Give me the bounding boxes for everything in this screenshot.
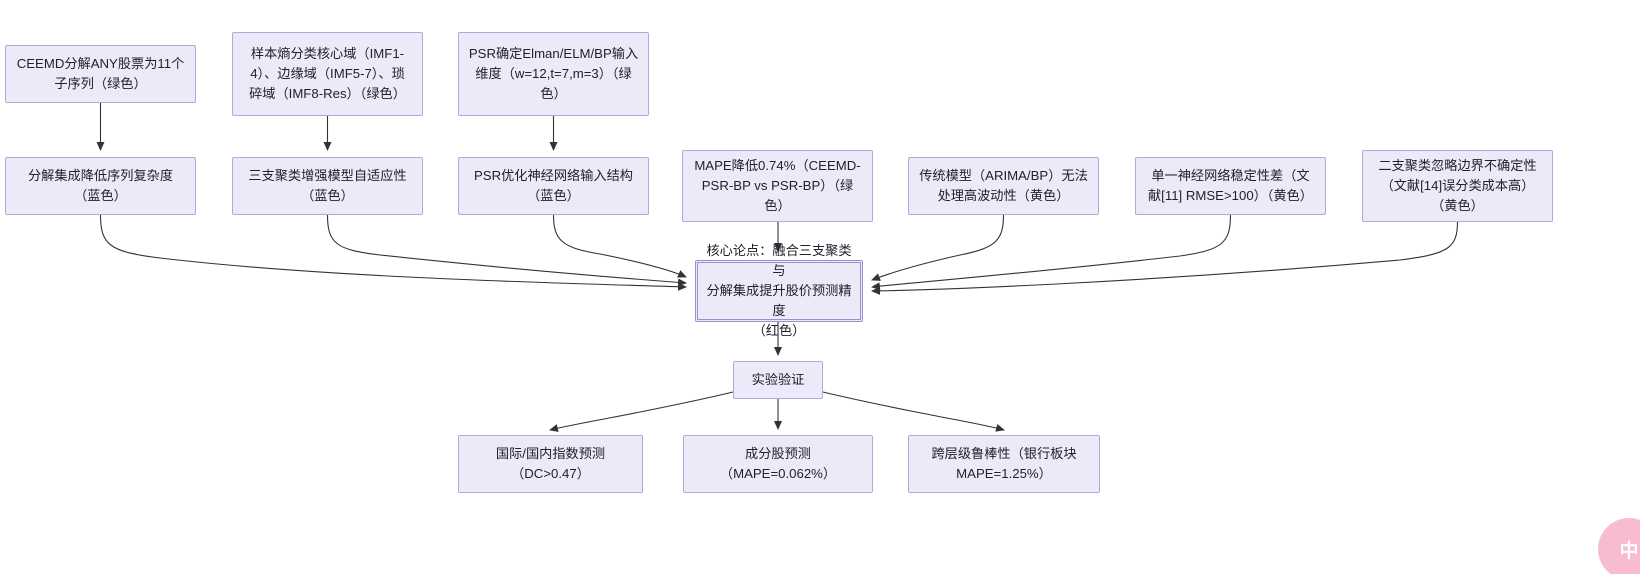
flow-node-n8[interactable]: 传统模型（ARIMA/BP）无法 处理高波动性（黄色）: [908, 157, 1099, 215]
flow-node-label: 样本熵分类核心域（IMF1- 4）、边缘域（IMF5-7）、琐 碎域（IMF8-…: [249, 45, 406, 102]
flow-edge-n9-to-core: [871, 214, 1232, 291]
flow-node-core[interactable]: 核心论点：融合三支聚类与 分解集成提升股价预测精度 （红色）: [695, 243, 863, 338]
flow-node-label: 单一神经网络稳定性差（文 献[11] RMSE>100）（黄色）: [1147, 167, 1313, 203]
flow-node-n4[interactable]: 分解集成降低序列复杂度 （蓝色）: [5, 157, 196, 215]
flow-node-label: 实验验证: [751, 371, 805, 387]
flow-node-n5[interactable]: 三支聚类增强模型自适应性 （蓝色）: [232, 157, 423, 215]
flow-node-r1[interactable]: 国际/国内指数预测 （DC>0.47）: [458, 435, 643, 493]
flow-node-label: PSR确定Elman/ELM/BP输入 维度（w=12,t=7,m=3）（绿 色…: [468, 45, 639, 102]
flow-edge-n10-to-core: [871, 221, 1459, 295]
watermark-label: 中: [1619, 540, 1639, 562]
flow-node-n7[interactable]: MAPE降低0.74%（CEEMD- PSR-BP vs PSR-BP）（绿 色…: [682, 150, 873, 222]
flow-node-label: 传统模型（ARIMA/BP）无法 处理高波动性（黄色）: [919, 167, 1088, 203]
flow-node-exp[interactable]: 实验验证: [733, 361, 823, 399]
flow-node-n6[interactable]: PSR优化神经网络输入结构 （蓝色）: [458, 157, 649, 215]
flow-node-r3[interactable]: 跨层级鲁棒性（银行板块 MAPE=1.25%）: [908, 435, 1100, 493]
flow-node-label: 核心论点：融合三支聚类与 分解集成提升股价预测精度 （红色）: [706, 242, 852, 339]
flow-node-n3[interactable]: PSR确定Elman/ELM/BP输入 维度（w=12,t=7,m=3）（绿 色…: [458, 32, 649, 116]
flow-node-label: 跨层级鲁棒性（银行板块 MAPE=1.25%）: [931, 445, 1077, 481]
watermark-badge: 中: [1598, 518, 1640, 574]
flow-edge-exp-to-r3: [822, 391, 1005, 432]
flow-node-label: 三支聚类增强模型自适应性 （蓝色）: [248, 167, 407, 203]
flow-node-n10[interactable]: 二支聚类忽略边界不确定性 （文献[14]误分类成本高） （黄色）: [1362, 150, 1553, 222]
flow-node-label: 分解集成降低序列复杂度 （蓝色）: [27, 167, 174, 203]
flow-edge-n5-to-core: [326, 214, 687, 287]
flow-edge-exp-to-r1: [549, 391, 734, 432]
flow-node-label: PSR优化神经网络输入结构 （蓝色）: [474, 167, 633, 203]
flow-edge-n8-to-core: [871, 214, 1005, 281]
flow-node-n9[interactable]: 单一神经网络稳定性差（文 献[11] RMSE>100）（黄色）: [1135, 157, 1326, 215]
flow-node-n2[interactable]: 样本熵分类核心域（IMF1- 4）、边缘域（IMF5-7）、琐 碎域（IMF8-…: [232, 32, 423, 116]
flow-node-label: CEEMD分解ANY股票为11个 子序列（绿色）: [16, 55, 185, 91]
flow-node-label: 成分股预测 （MAPE=0.062%）: [719, 445, 837, 481]
flow-node-n1[interactable]: CEEMD分解ANY股票为11个 子序列（绿色）: [5, 45, 196, 103]
flow-node-label: MAPE降低0.74%（CEEMD- PSR-BP vs PSR-BP）（绿 色…: [694, 157, 861, 214]
flow-edge-n4-to-core: [99, 214, 687, 291]
flow-node-label: 二支聚类忽略边界不确定性 （文献[14]误分类成本高） （黄色）: [1378, 157, 1537, 214]
flow-node-label: 国际/国内指数预测 （DC>0.47）: [495, 445, 606, 481]
flow-edge-n6-to-core: [552, 214, 687, 278]
flow-node-r2[interactable]: 成分股预测 （MAPE=0.062%）: [683, 435, 873, 493]
